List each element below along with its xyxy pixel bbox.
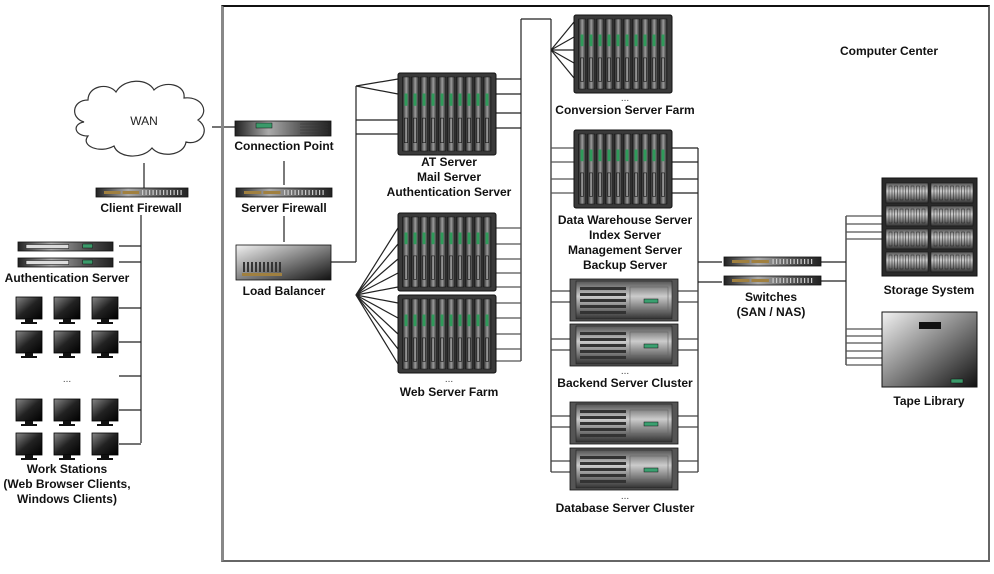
connector-line <box>355 78 399 87</box>
workstation-monitor-icon <box>15 330 43 358</box>
work-stations-sub1: (Web Browser Clients, <box>3 477 131 491</box>
connector-line <box>355 227 399 296</box>
work-stations-title: Work Stations <box>26 462 108 476</box>
connector-line <box>550 36 575 51</box>
tape-library-label: Tape Library <box>893 394 965 408</box>
work-stations-label: Work Stations (Web Browser Clients, Wind… <box>3 462 130 507</box>
workstation-monitor-icon <box>53 398 81 426</box>
load-balancer-icon <box>235 244 332 281</box>
data-warehouse-server-label: Data Warehouse Server <box>557 213 693 227</box>
work-stations-sub2: Windows Clients) <box>17 492 117 506</box>
switch-2-icon <box>723 275 822 286</box>
server-firewall-label: Server Firewall <box>241 201 327 215</box>
database-server-1-icon <box>569 401 679 445</box>
wan-label: WAN <box>130 114 158 128</box>
storage-system-icon <box>881 177 978 277</box>
connection-point-icon <box>234 120 332 137</box>
switches-sub: (SAN / NAS) <box>736 305 806 319</box>
database-server-2-icon <box>569 447 679 491</box>
backend-server-2-icon <box>569 323 679 367</box>
workstation-monitor-icon <box>15 398 43 426</box>
connector-line <box>550 49 575 79</box>
connector-line <box>355 294 399 304</box>
workstation-monitor-icon <box>91 330 119 358</box>
backend-ellipsis: ... <box>620 366 630 377</box>
authentication-server-1-icon <box>17 241 114 252</box>
connector-line <box>355 258 399 296</box>
workstation-monitor-icon <box>53 296 81 324</box>
connector-line <box>355 85 399 95</box>
tape-library-icon <box>881 311 978 388</box>
mail-server-label: Mail Server <box>416 170 482 184</box>
authentication-server-2-icon <box>17 257 114 268</box>
web-server-farm-label: Web Server Farm <box>399 385 499 399</box>
connector-line <box>355 286 399 296</box>
auth-server-label: Authentication Server <box>386 185 512 199</box>
workstation-monitor-icon <box>15 296 43 324</box>
connector-line <box>550 49 575 64</box>
workstation-monitor-icon <box>53 330 81 358</box>
web-farm-ellipsis: ... <box>444 374 454 385</box>
connection-lines <box>119 18 882 473</box>
conversion-server-farm-label: Conversion Server Farm <box>555 103 695 117</box>
connector-line <box>355 294 399 350</box>
wan-cloud-icon <box>74 80 205 157</box>
at-server-group-label: AT Server Mail Server Authentication Ser… <box>387 155 512 200</box>
connector-line <box>355 294 399 335</box>
at-server-label: AT Server <box>421 155 477 169</box>
backend-server-cluster-label: Backend Server Cluster <box>557 376 693 390</box>
backend-server-1-icon <box>569 278 679 322</box>
workstation-monitor-icon <box>91 398 119 426</box>
computer-center-boundary <box>221 5 990 562</box>
database-ellipsis: ... <box>620 491 630 502</box>
management-server-label: Management Server <box>567 243 683 257</box>
connector-line <box>355 294 399 365</box>
switch-1-icon <box>723 256 822 267</box>
authentication-server-label: Authentication Server <box>4 271 130 285</box>
workstation-monitor-icon <box>91 432 119 460</box>
index-server-label: Index Server <box>588 228 662 242</box>
conversion-farm-ellipsis: ... <box>620 93 630 104</box>
load-balancer-label: Load Balancer <box>242 284 326 298</box>
workstation-monitor-icon <box>15 432 43 460</box>
data-warehouse-group-label: Data Warehouse Server Index Server Manag… <box>558 213 692 273</box>
storage-system-label: Storage System <box>883 283 975 297</box>
workstations-ellipsis: ... <box>62 374 72 385</box>
switches-title: Switches <box>744 290 798 304</box>
connector-line <box>355 272 399 296</box>
computer-center-label: Computer Center <box>839 44 939 58</box>
client-firewall-label: Client Firewall <box>100 201 182 215</box>
workstation-monitor-icon <box>53 432 81 460</box>
connector-line <box>550 21 575 51</box>
server-firewall-icon <box>235 187 333 198</box>
web-server-blade-enclosure-2-icon <box>397 294 497 374</box>
backup-server-label: Backup Server <box>582 258 668 272</box>
conversion-server-blade-enclosure-icon <box>573 14 673 94</box>
workstation-monitor-icon <box>91 296 119 324</box>
at-server-blade-enclosure-icon <box>397 72 497 156</box>
data-warehouse-blade-enclosure-icon <box>573 129 673 209</box>
devices <box>15 14 978 491</box>
client-firewall-icon <box>95 187 189 198</box>
web-server-blade-enclosure-1-icon <box>397 212 497 292</box>
connector-line <box>355 243 399 296</box>
connection-point-label: Connection Point <box>234 139 334 153</box>
connector-line <box>355 294 399 319</box>
switches-label: Switches (SAN / NAS) <box>737 290 806 320</box>
database-server-cluster-label: Database Server Cluster <box>555 501 695 515</box>
